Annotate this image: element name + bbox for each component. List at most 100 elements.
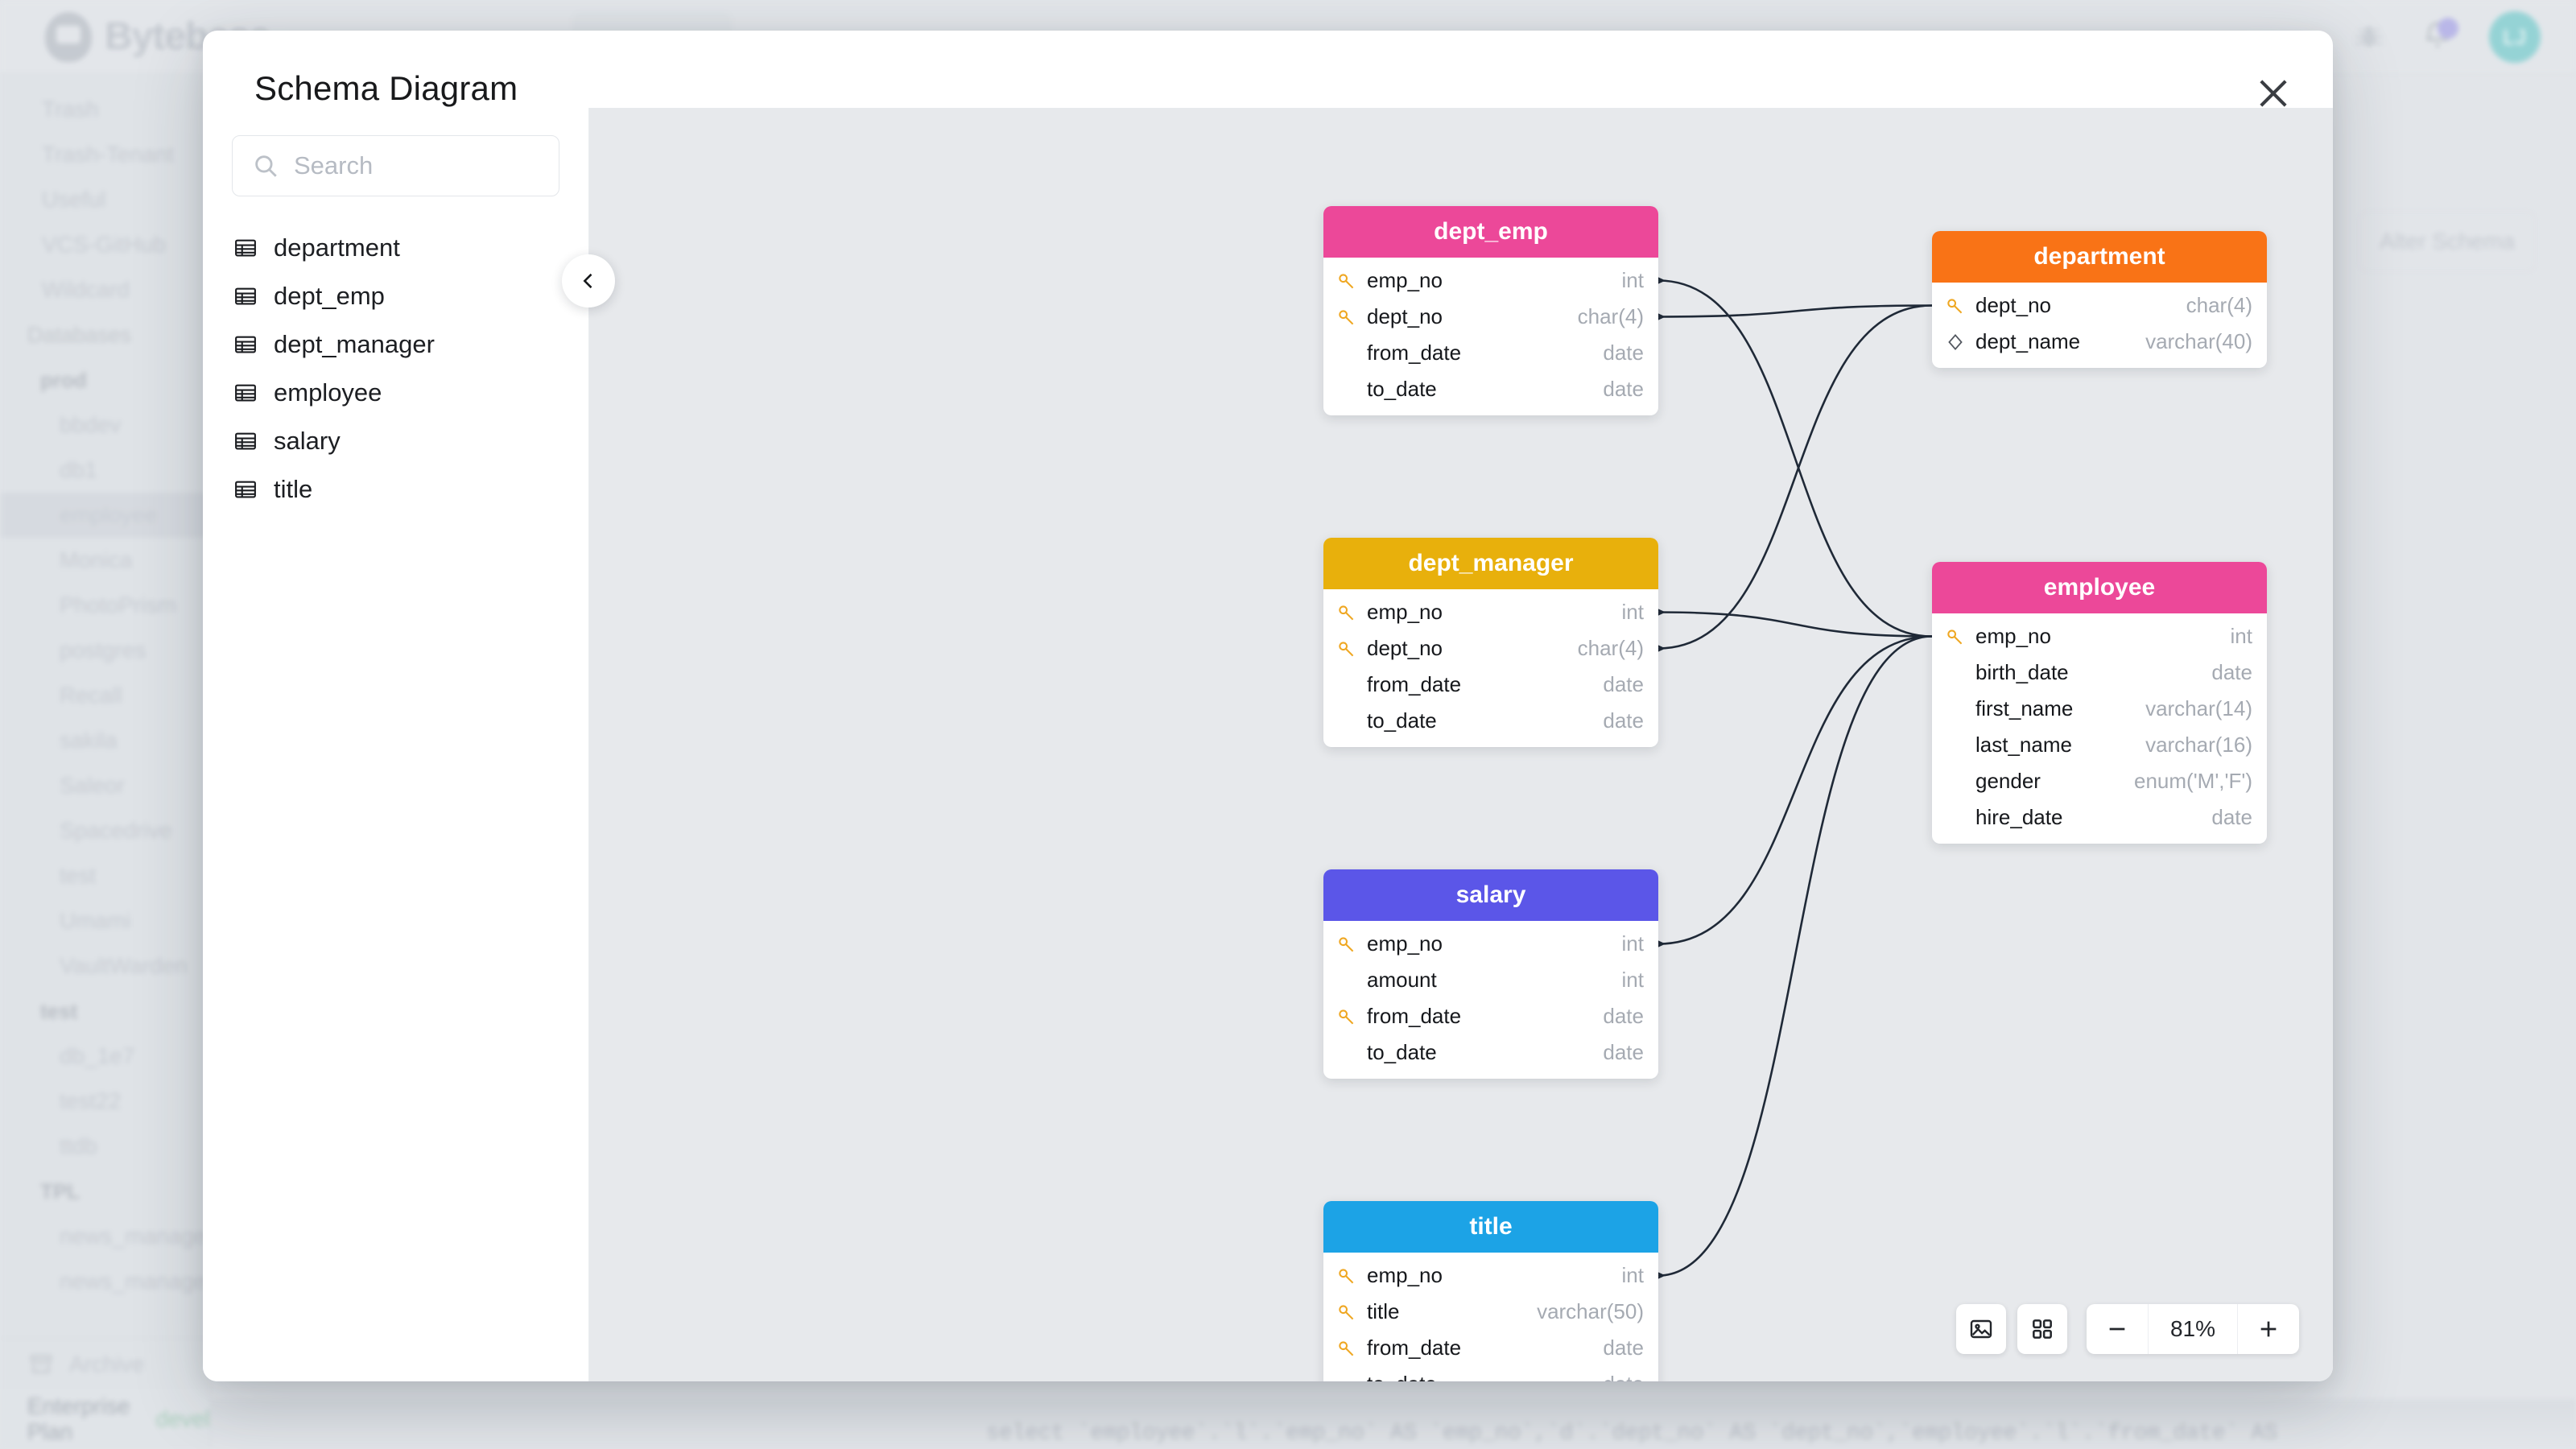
relationship-edge: [1657, 635, 1933, 945]
primary-key-icon: [1339, 641, 1354, 656]
background-nav-item: postgres: [60, 638, 147, 663]
er-column-type: int: [2230, 624, 2252, 648]
no-key-spacer: [1945, 663, 1966, 683]
table-icon: [235, 384, 256, 402]
zoom-in-button[interactable]: [2238, 1304, 2299, 1354]
er-table-name: dept_emp: [1434, 218, 1548, 245]
table-icon: [235, 239, 256, 257]
background-nav-item: news_manage: [60, 1224, 207, 1249]
er-column-type: date: [1603, 1040, 1644, 1064]
no-key-spacer: [1336, 1374, 1357, 1382]
archive-icon: [30, 1354, 52, 1373]
background-nav-item: VCS-GitHub: [42, 232, 167, 257]
relationship-edge: [1657, 304, 1933, 318]
notification-dot: [2438, 18, 2458, 39]
background-nav-item: Umami: [60, 908, 131, 933]
table-list-item-label: title: [274, 475, 313, 503]
search-box[interactable]: [232, 135, 559, 196]
background-nav-item: employee: [0, 493, 210, 538]
er-column-type: varchar(40): [2145, 329, 2252, 353]
er-table-header: title: [1323, 1201, 1658, 1253]
background-nav-item: test: [60, 863, 97, 888]
er-column-row: from_date date: [1323, 1330, 1658, 1366]
table-list-item[interactable]: department: [232, 224, 559, 272]
background-nav-item: sakila: [60, 728, 118, 753]
background-nav-item: bbdev: [60, 412, 122, 437]
relationship-edge: [1657, 611, 1933, 638]
er-table-header: dept_emp: [1323, 206, 1658, 258]
table-list-item[interactable]: dept_emp: [232, 272, 559, 320]
no-key-spacer: [1336, 1042, 1357, 1063]
background-nav-item: news_manage: [60, 1269, 207, 1294]
er-column-name: emp_no: [1367, 931, 1443, 956]
er-column-name: from_date: [1367, 1335, 1462, 1360]
background-nav-item: PhotoPrism: [60, 592, 176, 617]
er-column-type: enum('M','F'): [2134, 769, 2252, 793]
bytebase-logo-icon: [45, 11, 92, 62]
search-input[interactable]: [294, 151, 539, 180]
er-column-type: date: [1603, 1372, 1644, 1381]
table-list-item[interactable]: title: [232, 465, 559, 514]
primary-key-icon: [1339, 1268, 1354, 1283]
primary-key-icon: [1947, 298, 1963, 313]
export-image-button[interactable]: [1956, 1304, 2006, 1354]
close-icon[interactable]: [2252, 72, 2294, 114]
er-column-type: date: [1603, 1335, 1644, 1360]
bug-icon: [2355, 26, 2384, 47]
er-table-header: salary: [1323, 869, 1658, 921]
fit-view-button[interactable]: [2017, 1304, 2067, 1354]
er-column-type: date: [2211, 805, 2252, 829]
er-column-name: emp_no: [1367, 600, 1443, 624]
no-key-spacer: [1945, 735, 1966, 756]
no-key-spacer: [1945, 771, 1966, 792]
page-title: Schema Diagram: [254, 69, 518, 107]
er-column-type: int: [1621, 931, 1644, 956]
er-table-name: department: [2033, 243, 2165, 270]
no-key-spacer: [1336, 675, 1357, 696]
er-column-type: int: [1621, 268, 1644, 292]
primary-key-icon: [1339, 309, 1354, 324]
er-column-name: from_date: [1367, 672, 1462, 696]
no-key-spacer: [1336, 343, 1357, 364]
er-column-name: last_name: [1975, 733, 2072, 757]
er-column-type: char(4): [1577, 636, 1644, 660]
no-key-spacer: [1336, 379, 1357, 400]
no-key-spacer: [1336, 970, 1357, 991]
er-column-name: dept_name: [1975, 329, 2081, 353]
table-icon: [235, 432, 256, 450]
background-nav-item: TPL: [40, 1179, 80, 1203]
collapse-sidebar-button[interactable]: [562, 254, 615, 308]
background-nav-item: prod: [40, 367, 87, 392]
table-list-item[interactable]: employee: [232, 369, 559, 417]
zoom-out-button[interactable]: [2087, 1304, 2148, 1354]
relationship-edges: [1643, 270, 1933, 1286]
table-list-item[interactable]: dept_manager: [232, 320, 559, 369]
modal-body: departmentdept_empdept_manageremployeesa…: [203, 108, 2333, 1381]
background-nav-item: test22: [60, 1088, 122, 1113]
alter-schema-button: Alter Schema: [2359, 211, 2536, 272]
table-icon: [235, 287, 256, 305]
no-key-spacer: [1945, 699, 1966, 720]
table-list-item[interactable]: salary: [232, 417, 559, 465]
search-icon: [255, 155, 277, 177]
sql-preview-text: select `employee`.`l`.`emp_no` AS `emp_n…: [986, 1422, 2278, 1446]
er-table-name: dept_manager: [1408, 550, 1574, 576]
table-icon: [235, 336, 256, 353]
